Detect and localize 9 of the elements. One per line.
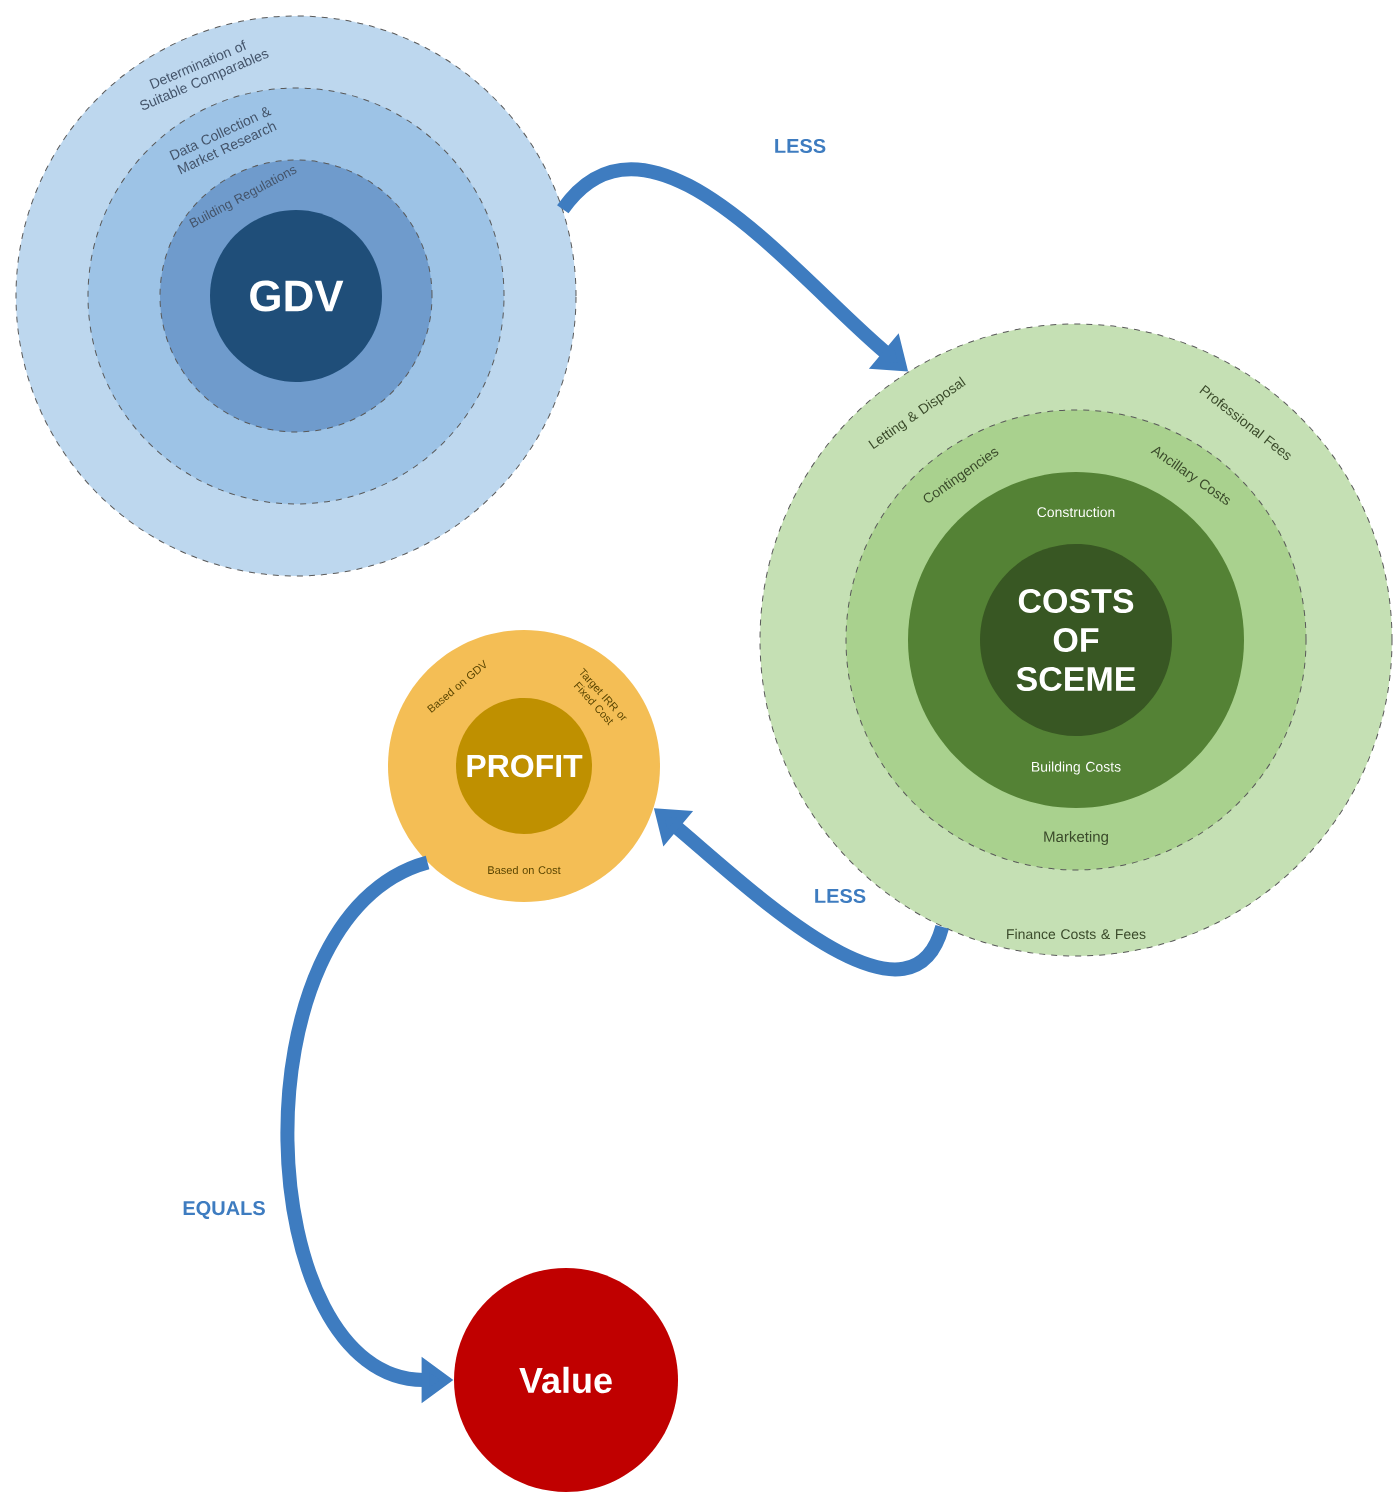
center-label: Value [519, 1366, 612, 1394]
center-label: PROFIT [467, 754, 583, 778]
center-label: COSTS OF SCEME [1016, 588, 1136, 692]
edge-label: LESS [815, 888, 866, 904]
edge-label: EQUALS [183, 1201, 265, 1219]
core-circle [980, 544, 1172, 736]
edge-label: LESS [775, 138, 826, 154]
center-label: GDV [250, 280, 344, 312]
value-circle [454, 1268, 678, 1492]
